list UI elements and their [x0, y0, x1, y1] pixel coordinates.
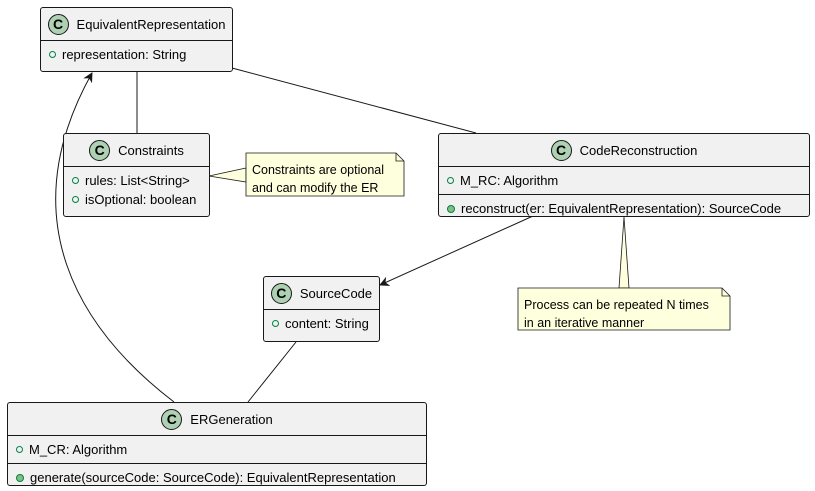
note-line: Process can be repeated N times	[524, 298, 709, 312]
attribute-row: representation: String	[49, 45, 232, 64]
note-line: and can modify the ER	[252, 181, 379, 195]
class-name: ERGeneration	[190, 411, 273, 427]
public-operation-icon	[447, 204, 455, 213]
attributes-section: M_RC: Algorithm	[439, 167, 809, 195]
public-attribute-icon	[16, 446, 23, 453]
constraints-note: Constraints are optional and can modify …	[246, 155, 398, 203]
attribute-row: M_CR: Algorithm	[16, 440, 426, 459]
class-header: C Constraints	[64, 134, 209, 167]
constraints-note-shape	[245, 152, 405, 197]
attribute-text: representation: String	[62, 47, 187, 62]
class-icon: C	[550, 139, 572, 161]
attribute-text: content: String	[285, 316, 369, 331]
operations-section: reconstruct(er: EquivalentRepresentation…	[439, 195, 809, 222]
association-er-codereconstruction	[231, 67, 477, 134]
class-name: EquivalentRepresentation	[76, 16, 226, 32]
attribute-row: M_RC: Algorithm	[447, 171, 809, 190]
association-sourcecode-ergeneration	[247, 341, 297, 403]
class-header: C SourceCode	[264, 277, 379, 310]
class-icon: C	[89, 139, 111, 161]
note-line: Constraints are optional	[252, 163, 385, 177]
attribute-row: rules: List<String>	[72, 171, 209, 190]
class-icon: C	[47, 13, 69, 35]
class-er-generation[interactable]: C ERGeneration M_CR: Algorithm generate(…	[7, 402, 427, 486]
operation-text: reconstruct(er: EquivalentRepresentation…	[461, 201, 782, 216]
attribute-text: isOptional: boolean	[85, 192, 197, 207]
constraints-note-corner	[395, 153, 404, 162]
class-name: Constraints	[118, 142, 184, 158]
attribute-text: M_CR: Algorithm	[29, 442, 128, 457]
attribute-text: rules: List<String>	[85, 173, 190, 188]
class-code-reconstruction[interactable]: C CodeReconstruction M_RC: Algorithm rec…	[438, 133, 810, 217]
class-constraints[interactable]: C Constraints rules: List<String> isOpti…	[63, 133, 210, 217]
class-header: C EquivalentRepresentation	[41, 8, 232, 41]
public-attribute-icon	[72, 196, 79, 203]
class-equivalent-representation[interactable]: C EquivalentRepresentation representatio…	[40, 7, 233, 72]
process-note-shape	[517, 287, 731, 331]
attribute-row: content: String	[272, 314, 379, 333]
attributes-section: content: String	[264, 310, 379, 337]
class-header: C CodeReconstruction	[439, 134, 809, 167]
attributes-section: representation: String	[41, 41, 232, 68]
process-note-corner	[721, 288, 730, 297]
attribute-text: M_RC: Algorithm	[460, 173, 559, 188]
class-name: SourceCode	[299, 285, 373, 301]
operation-row: reconstruct(er: EquivalentRepresentation…	[447, 199, 809, 218]
operation-row: generate(sourceCode: SourceCode): Equiva…	[16, 468, 426, 487]
arrow-ergeneration-er	[55, 72, 175, 403]
note-connector-process	[618, 216, 630, 289]
class-icon: C	[270, 282, 292, 304]
note-line: in an iterative manner	[524, 316, 645, 330]
note-connector-constraints	[208, 167, 247, 183]
public-attribute-icon	[72, 177, 79, 184]
class-icon: C	[161, 408, 183, 430]
class-header: C ERGeneration	[8, 403, 426, 436]
attribute-row: isOptional: boolean	[72, 190, 209, 209]
operations-section: generate(sourceCode: SourceCode): Equiva…	[8, 464, 426, 491]
public-attribute-icon	[49, 51, 56, 58]
class-name: CodeReconstruction	[579, 142, 698, 158]
public-operation-icon	[16, 473, 24, 482]
public-attribute-icon	[272, 320, 279, 327]
public-attribute-icon	[447, 177, 454, 184]
arrow-codereconstruction-sourcecode	[379, 215, 534, 286]
attributes-section: rules: List<String> isOptional: boolean	[64, 167, 209, 213]
process-note: Process can be repeated N times in an it…	[518, 290, 723, 338]
attributes-section: M_CR: Algorithm	[8, 436, 426, 464]
operation-text: generate(sourceCode: SourceCode): Equiva…	[30, 470, 396, 485]
class-source-code[interactable]: C SourceCode content: String	[263, 276, 380, 342]
